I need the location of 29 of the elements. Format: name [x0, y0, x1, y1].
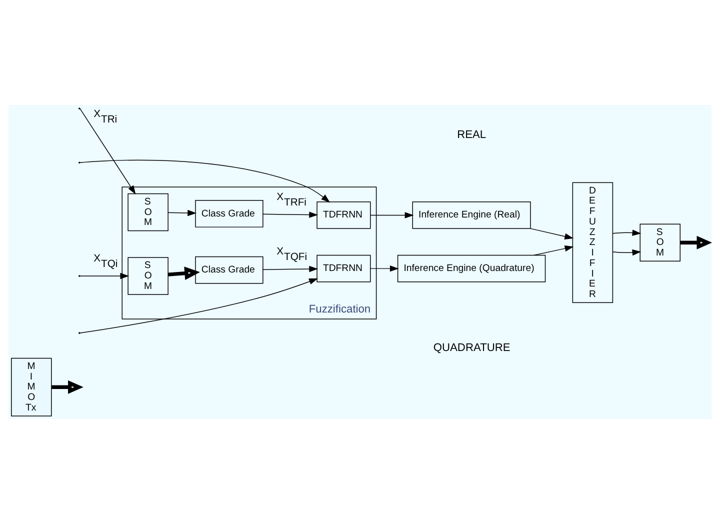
arrow [80, 108, 136, 194]
node-box: M I M O Tx [11, 357, 52, 416]
arrow [680, 235, 712, 249]
arrow [168, 209, 196, 216]
arrow [80, 278, 318, 333]
arrow [262, 211, 318, 218]
label: REAL [457, 128, 486, 140]
node-box: S O M [128, 192, 168, 231]
label: QUADRATURE [433, 342, 510, 354]
arrow [80, 272, 130, 279]
node-box: Class Grade [195, 200, 264, 227]
arrow [52, 380, 84, 394]
node-box: TDFRNN [316, 201, 371, 228]
arrow [612, 248, 642, 256]
arrow [262, 265, 318, 272]
arrow [534, 244, 574, 256]
arrow [80, 159, 330, 202]
node-box: Inference Engine (Real) [412, 201, 531, 228]
node-box: D E F U Z Z I F I E R [572, 182, 614, 303]
node-box: S O M [128, 256, 168, 294]
node-box: Class Grade [195, 256, 264, 284]
arrow [370, 212, 414, 218]
node-box: TDFRNN [316, 254, 371, 282]
arrow [370, 264, 399, 272]
node-box: Inference Engine (Quadrature) [397, 254, 546, 282]
node-box: S O M [640, 223, 680, 262]
arrow [530, 228, 574, 239]
arrow [612, 229, 642, 236]
arrow [168, 266, 200, 280]
